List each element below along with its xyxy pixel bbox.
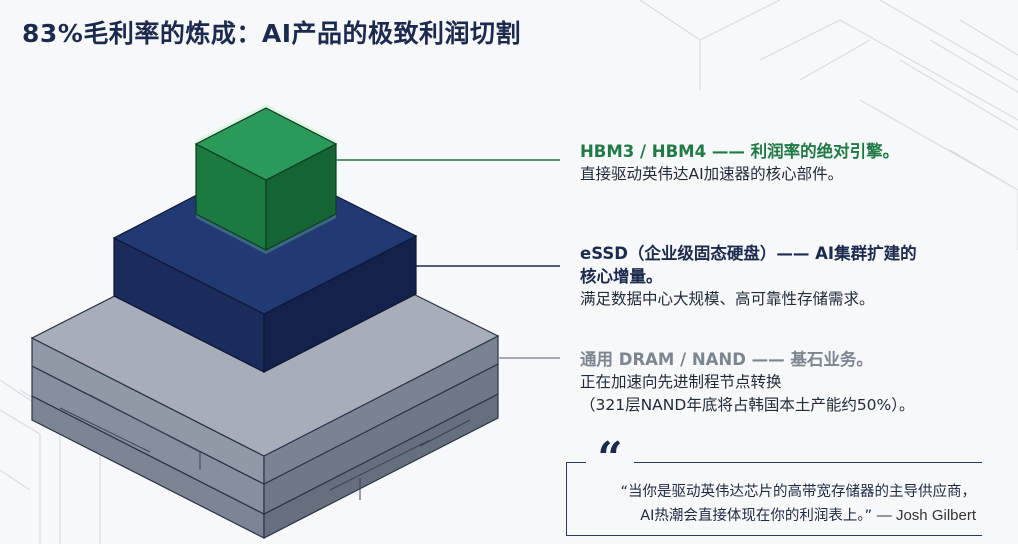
hbm-cube — [194, 104, 338, 254]
hbm-top-face — [194, 107, 338, 181]
quote-text: “当你是驱动英伟达芯片的高带宽存储器的主导供应商， AI热潮会直接体现在你的利润… — [620, 480, 976, 528]
essd-label-block: eSSD（企业级固态硬盘）—— AI集群扩建的 核心增量。 满足数据中心大规模、… — [580, 242, 917, 311]
layer-stack-diagram — [30, 104, 560, 539]
essd-description: 满足数据中心大规模、高可靠性存储需求。 — [580, 290, 875, 308]
page-title: 83%毛利率的炼成：AI产品的极致利润切割 — [22, 19, 521, 48]
quote-frame — [566, 462, 982, 536]
hbm-label-block: HBM3 / HBM4 —— 利润率的绝对引擎。 直接驱动英伟达AI加速器的核心… — [580, 140, 899, 186]
quote-line-1: “当你是驱动英伟达芯片的高带宽存储器的主导供应商， — [620, 484, 976, 500]
essd-headline-continued: 核心增量。 — [580, 267, 663, 286]
quote-author: — Josh Gilbert — [876, 507, 976, 524]
essd-headline: eSSD（企业级固态硬盘）—— AI集群扩建的 — [580, 244, 917, 263]
dram-description-line1: 正在加速向先进制程节点转换 — [580, 373, 782, 391]
hbm-description: 直接驱动英伟达AI加速器的核心部件。 — [580, 165, 844, 183]
dram-label-block: 通用 DRAM / NAND —— 基石业务。 正在加速向先进制程节点转换 （3… — [580, 348, 915, 417]
quote-line-2: AI热潮会直接体现在你的利润表上。” — Josh Gilbert — [620, 504, 976, 528]
dram-description-line2: （321层NAND年底将占韩国本土产能约50%）。 — [580, 396, 915, 414]
dram-headline: 通用 DRAM / NAND —— 基石业务。 — [580, 350, 873, 369]
hbm-headline: HBM3 / HBM4 —— 利润率的绝对引擎。 — [580, 142, 900, 161]
quote-mark-icon: “ — [586, 437, 634, 481]
connector-arrows — [336, 159, 560, 359]
quote-line-2-text: AI热潮会直接体现在你的利润表上。” — [640, 508, 873, 524]
